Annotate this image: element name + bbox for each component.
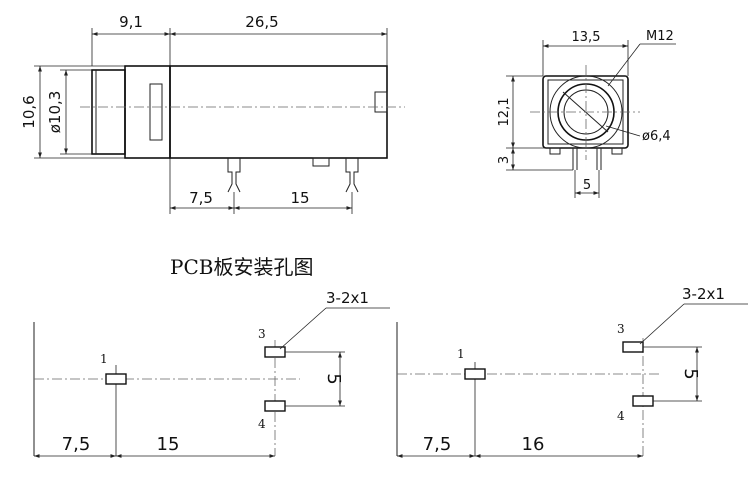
pin-label-1: 1: [457, 347, 465, 361]
dim-bore: ø6,4: [642, 129, 671, 144]
jack-body: [169, 65, 388, 159]
pcb-hole-1: [105, 373, 127, 385]
pcb-layout-right: 1 3 4 3-2x1 5 7,5 16: [396, 285, 748, 458]
side-view: 9,1 26,5 10,6 ø10,3 7,5 15: [20, 13, 405, 214]
pcb-hole-4: [632, 395, 654, 407]
jack-nose: [91, 69, 126, 155]
pin-center: [312, 157, 330, 167]
dim-pin-offset: 7,5: [189, 189, 213, 207]
pin-left: [227, 158, 241, 193]
pcb-title: PCB板安装孔图: [170, 255, 313, 279]
dim-vertical-left: 5: [323, 373, 344, 384]
pcb-layout-left: 1 3 4 3-2x1 5 7,5 15: [33, 289, 390, 458]
hole-callout-left: 3-2x1: [326, 289, 369, 307]
dim-front-length: 9,1: [119, 13, 143, 31]
dim-vertical-right: 5: [680, 368, 701, 379]
dim-pin-pitch: 5: [583, 178, 591, 193]
dim-body-length: 26,5: [245, 13, 278, 31]
pcb-hole-4: [264, 400, 286, 412]
dim-spacing-left: 15: [157, 434, 180, 455]
front-view: 13,5 M12 ø6,4 12,1 3 5: [497, 29, 676, 198]
dim-thread: M12: [646, 29, 674, 44]
dim-front-width: 13,5: [572, 30, 601, 45]
pin-label-4: 4: [258, 417, 266, 431]
dim-offset-right: 7,5: [423, 434, 452, 455]
dim-offset-left: 7,5: [62, 434, 91, 455]
dim-outer-height: 10,6: [20, 95, 38, 128]
pin-label-4: 4: [617, 409, 625, 423]
pcb-hole-1: [464, 368, 486, 380]
pin-label-3: 3: [258, 327, 266, 341]
dim-pin-length: 3: [497, 156, 512, 164]
dim-spacing-right: 16: [522, 434, 545, 455]
dim-nose-diameter: ø10,3: [46, 91, 64, 134]
pin-label-3: 3: [617, 322, 625, 336]
dim-pin-spacing: 15: [290, 189, 309, 207]
dim-front-height: 12,1: [497, 98, 512, 127]
hole-callout-right: 3-2x1: [682, 285, 725, 303]
pcb-hole-3: [264, 346, 286, 358]
jack-collar: [124, 65, 171, 159]
pin-right: [345, 158, 359, 193]
pin-label-1: 1: [100, 352, 108, 366]
